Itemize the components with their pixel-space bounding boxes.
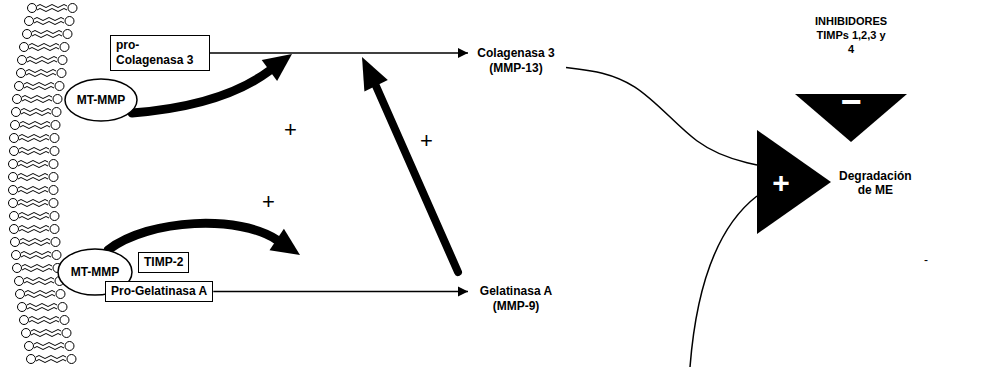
triangle-shape [757,130,831,234]
lipid [12,251,62,260]
lipid [13,264,63,273]
lipid [16,290,66,299]
activation-arrowhead [262,54,292,81]
lipid [11,121,61,130]
membrane-enzyme-ellipse: MT-MMP [64,78,138,122]
activation-arrow [132,71,269,113]
lipid [28,4,78,13]
lipid [18,56,68,65]
activation-arrow [376,86,458,272]
lipid [12,108,62,117]
plus-sign: + [759,167,803,199]
lipid [10,225,60,234]
enzyme-label: Colagenasa 3 (MMP-13) [470,46,562,76]
lipid [17,69,67,78]
proenzyme-box: pro- Colagenasa 3 [110,35,210,71]
lipid [9,199,59,208]
lipid [20,43,70,52]
connector [213,291,468,293]
outcome-text: Degradación de ME [839,169,912,197]
lipid [9,173,59,182]
lipid [20,316,70,325]
lipid [10,134,60,143]
connector [566,68,757,165]
lipid [25,342,75,351]
lipid [11,238,61,247]
lipid [9,186,59,195]
activation-triangle: + Degradación de ME [755,130,935,235]
membrane [9,4,78,364]
activation-sign: + [420,130,433,152]
minus-mark: - [924,254,928,266]
enzyme-name: Gelatinasa A (MMP-9) [470,284,562,314]
inhibitor-triangle: INHIBIDORES TIMPs 1,2,3 y 4 − [795,14,907,142]
input-curve [690,196,757,367]
lipid [13,95,63,104]
activation-sign: + [262,191,275,213]
activation-arrowhead [270,229,301,255]
lipid [10,212,60,221]
minus-sign: − [795,86,907,118]
proenzyme-name: pro- Colagenasa 3 [116,38,204,68]
inhibitor-heading: INHIBIDORES TIMPs 1,2,3 y 4 [813,14,889,56]
enzyme-name: MT-MMP [71,265,120,280]
lipid [25,17,75,26]
lipid [10,147,60,156]
lipid [15,82,65,91]
lipid [18,303,68,312]
inhibitor-name: TIMP-2 [144,255,183,270]
connector [210,52,468,54]
enzyme-name: MT-MMP [77,93,126,108]
activation-arrow [108,223,277,250]
lipid [23,30,73,39]
ellipse-shape [65,79,137,121]
enzyme-name: Colagenasa 3 (MMP-13) [470,46,562,76]
enzyme-label: Gelatinasa A (MMP-9) [470,284,562,314]
inhibitor-box: TIMP-2 [138,252,189,273]
lipid [15,277,65,286]
proenzyme-name: Pro-Gelatinasa A [111,284,207,299]
proenzyme-box: Pro-Gelatinasa A [105,281,213,302]
lipid [27,355,77,364]
activation-sign: + [284,119,297,141]
lipid [9,160,59,169]
activation-arrowhead [362,57,388,91]
lipid [22,329,72,338]
